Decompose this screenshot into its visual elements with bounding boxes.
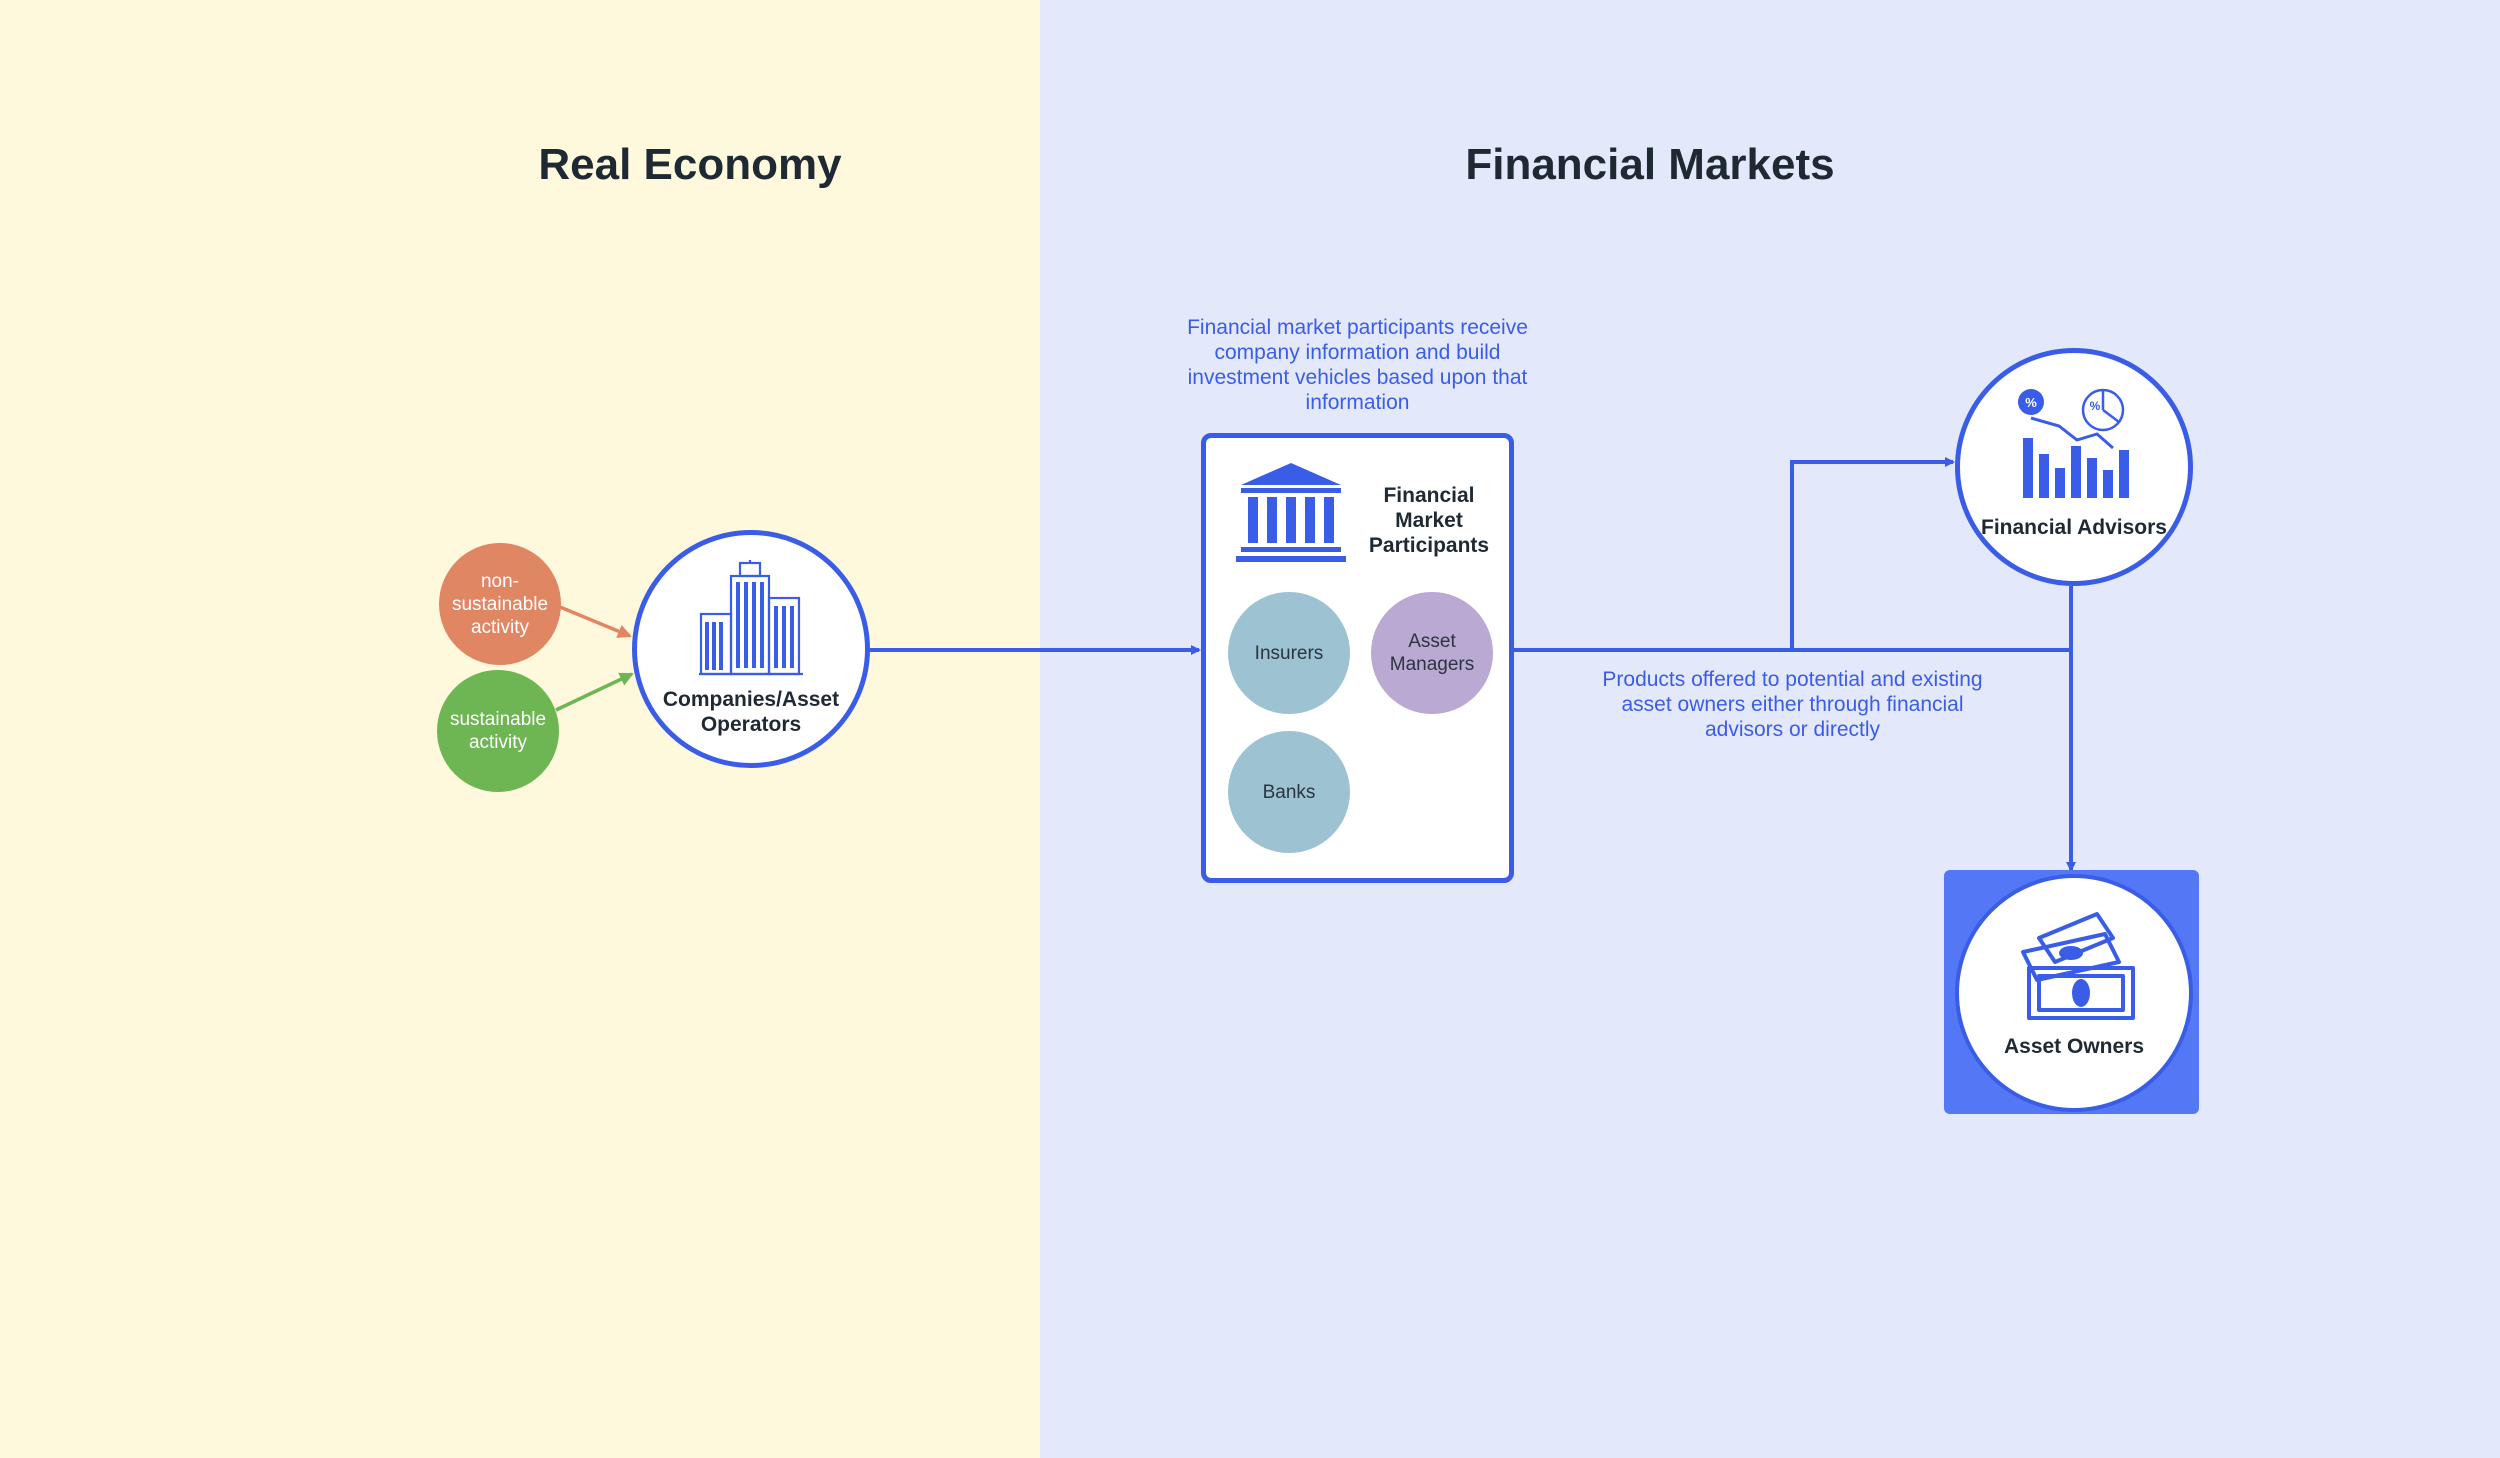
fmp-title: Financial Market Participants — [1368, 484, 1490, 557]
arrow-to-financial-advisors — [1790, 457, 1955, 650]
non-sustainable-activity-bubble: non-sustainable activity — [439, 543, 561, 665]
insurers-label: Insurers — [1254, 642, 1324, 664]
money-bills-icon — [2021, 912, 2135, 1020]
svg-text:%: % — [2025, 395, 2037, 410]
svg-text:%: % — [2090, 399, 2101, 413]
insurers-bubble: Insurers — [1228, 592, 1350, 714]
fmp-annotation: Financial market participants receive co… — [1187, 316, 1528, 414]
arrow-nonsustainable-to-companies — [559, 605, 632, 638]
financial-chart-icon: % % — [2018, 388, 2129, 498]
office-buildings-icon — [699, 560, 803, 676]
financial-markets-title: Financial Markets — [1465, 140, 1835, 189]
asset-owners-node: Asset Owners — [1955, 874, 2193, 1112]
arrow-sustainable-to-companies — [555, 672, 634, 712]
asset-managers-bubble: Asset Managers — [1371, 592, 1493, 714]
products-annotation: Products offered to potential and existi… — [1602, 668, 1983, 741]
real-economy-title: Real Economy — [538, 140, 842, 189]
banks-label: Banks — [1262, 781, 1316, 803]
asset-managers-label: Asset Managers — [1389, 631, 1475, 675]
companies-label: Companies/Asset Operators — [662, 688, 840, 736]
financial-advisors-node: % % Financial Advisors — [1955, 348, 2193, 586]
asset-owners-label: Asset Owners — [2003, 1035, 2145, 1058]
sustainable-activity-label: sustainable activity — [449, 709, 547, 753]
companies-node: Companies/Asset Operators — [632, 530, 870, 768]
banks-bubble: Banks — [1228, 731, 1350, 853]
sustainable-activity-bubble: sustainable activity — [437, 670, 559, 792]
financial-advisors-label: Financial Advisors — [1981, 516, 2167, 539]
non-sustainable-activity-label: non-sustainable activity — [451, 570, 549, 638]
bank-building-icon — [1236, 463, 1346, 562]
financial-market-participants-box: Financial Market Participants Insurers A… — [1201, 433, 1514, 883]
